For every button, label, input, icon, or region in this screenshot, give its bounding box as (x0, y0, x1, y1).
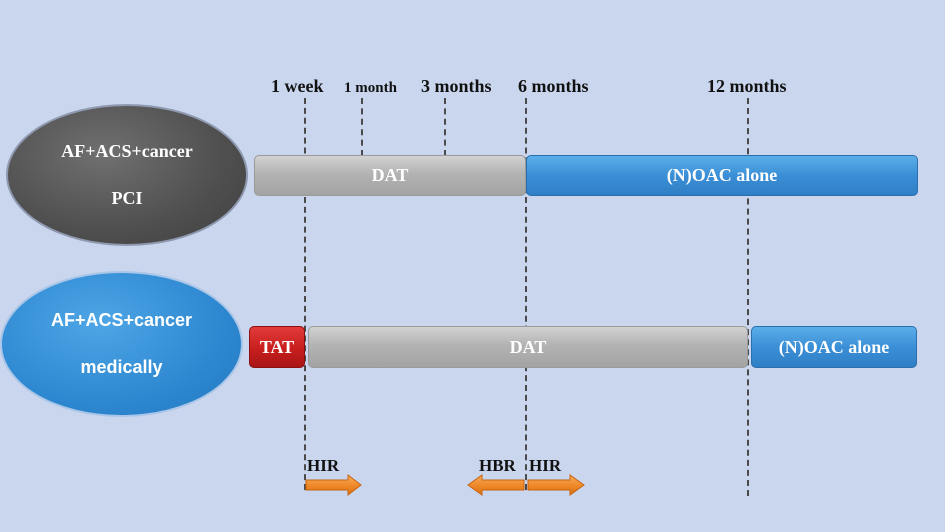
hir-arrow-right-1 (305, 473, 362, 497)
guide-line-6-months (525, 98, 527, 490)
medical-dat-bar: DAT (308, 326, 748, 368)
pci-group-subtitle: PCI (111, 188, 143, 208)
tick-label-3-months: 3 months (421, 76, 492, 96)
hir-label-1: HIR (307, 456, 340, 475)
medical-group-subtitle: medically (80, 357, 163, 377)
medical-group-title: AF+ACS+cancer (50, 310, 193, 330)
medical-tat-bar: TAT (249, 326, 305, 368)
guide-line-1-week (304, 98, 306, 490)
medical-dat-label: DAT (509, 336, 547, 357)
pci-dat-label: DAT (371, 165, 409, 185)
guide-line-1-month (361, 98, 363, 156)
hbr-arrow-left (467, 474, 525, 496)
tick-label-12-months: 12 months (707, 76, 787, 96)
hbr-label: HBR (479, 456, 516, 475)
guide-line-12-months (747, 98, 749, 496)
tick-label-1-week: 1 week (271, 76, 324, 96)
tick-label-1-month: 1 month (344, 80, 397, 96)
medical-oac-label: (N)OAC alone (778, 336, 890, 357)
hir-label-2: HIR (529, 456, 562, 475)
pci-group-ellipse: AF+ACS+cancer PCI (6, 104, 248, 246)
medical-tat-label: TAT (259, 336, 295, 357)
medical-oac-bar: (N)OAC alone (751, 326, 917, 368)
pci-oac-bar: (N)OAC alone (526, 155, 918, 196)
pci-dat-bar: DAT (254, 155, 526, 196)
medical-group-ellipse: AF+ACS+cancer medically (0, 271, 243, 417)
guide-line-3-months (444, 98, 446, 156)
pci-group-title: AF+ACS+cancer (61, 141, 193, 161)
hir-arrow-right-2 (527, 474, 585, 496)
tick-label-6-months: 6 months (518, 76, 589, 96)
pci-oac-label: (N)OAC alone (666, 165, 778, 185)
